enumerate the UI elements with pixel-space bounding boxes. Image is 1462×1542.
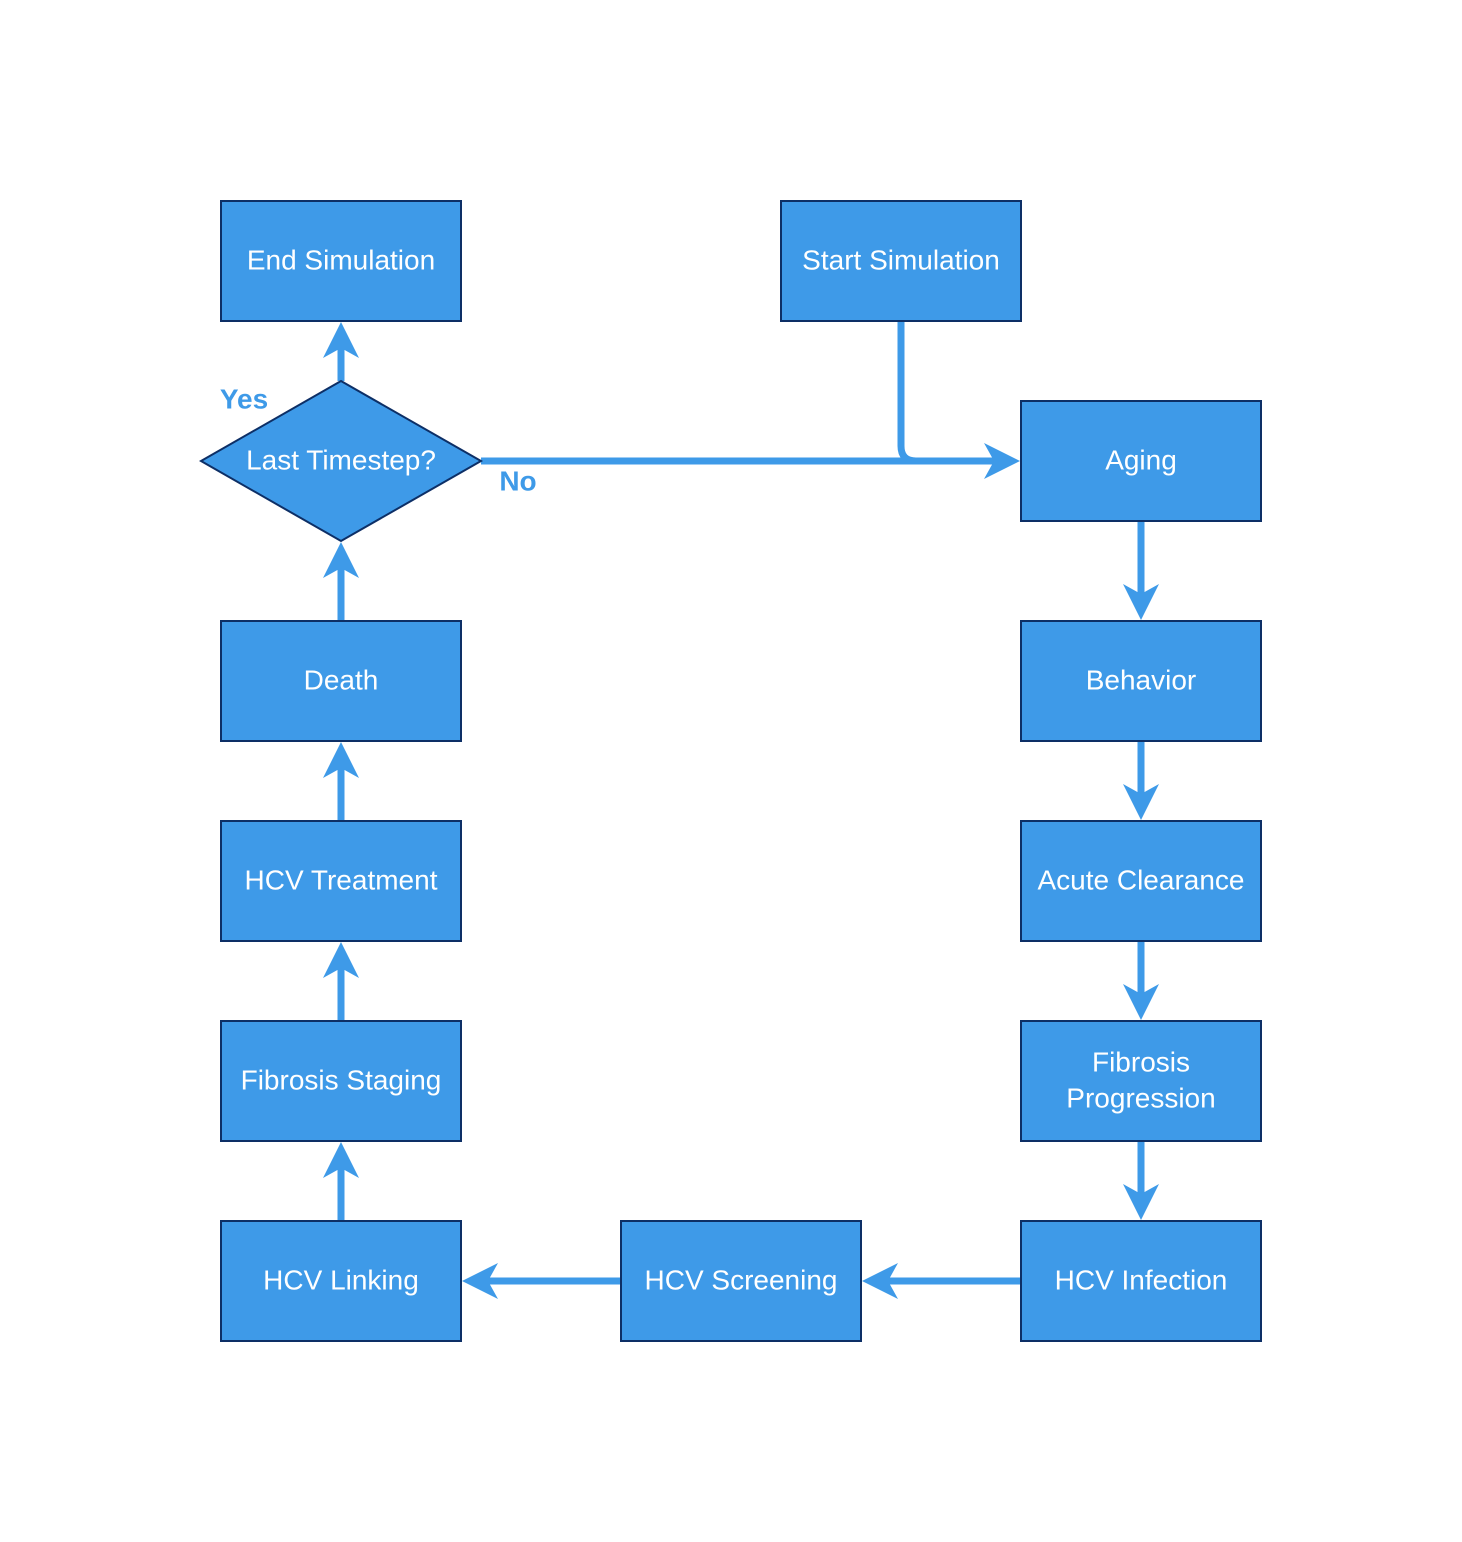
node-acute-clearance: Acute Clearance xyxy=(1020,820,1262,942)
edges xyxy=(323,321,1159,1299)
arrowhead-hcv-screening-to-hcv-linking xyxy=(462,1263,498,1299)
node-hcv-infection: HCV Infection xyxy=(1020,1220,1262,1342)
node-label: End Simulation xyxy=(247,244,435,275)
edge-start-to-aging xyxy=(897,321,996,465)
node-label: Start Simulation xyxy=(802,244,1000,275)
node-label: HCV Infection xyxy=(1055,1264,1228,1295)
node-label: Behavior xyxy=(1086,664,1197,695)
edge-label-no: No xyxy=(499,465,536,496)
arrowhead-decision-yes-to-end xyxy=(323,322,359,358)
node-end-simulation: End Simulation xyxy=(220,200,462,322)
node-label: HCV Screening xyxy=(645,1264,838,1295)
node-label: Last Timestep? xyxy=(246,444,436,475)
arrowhead-hcv-linking-to-fibrosis-staging xyxy=(323,1142,359,1178)
arrowhead-start-to-aging xyxy=(984,443,1020,479)
edge-label-yes: Yes xyxy=(220,383,268,414)
arrowhead-aging-to-behavior xyxy=(1123,584,1159,620)
node-label: HCV Treatment xyxy=(245,864,438,895)
node-fibrosis-staging: Fibrosis Staging xyxy=(220,1020,462,1142)
node-fibrosis-progression: Fibrosis Progression xyxy=(1020,1020,1262,1142)
node-label: Fibrosis Staging xyxy=(241,1064,442,1095)
node-hcv-treatment: HCV Treatment xyxy=(220,820,462,942)
node-hcv-screening: HCV Screening xyxy=(620,1220,862,1342)
node-hcv-linking: HCV Linking xyxy=(220,1220,462,1342)
node-label-line-1: Fibrosis xyxy=(1092,1046,1190,1077)
node-start-simulation: Start Simulation xyxy=(780,200,1022,322)
node-label-line-2: Progression xyxy=(1066,1082,1215,1113)
node-behavior: Behavior xyxy=(1020,620,1262,742)
arrowhead-hcv-infection-to-hcv-screening xyxy=(862,1263,898,1299)
node-label: HCV Linking xyxy=(263,1264,419,1295)
node-aging: Aging xyxy=(1020,400,1262,522)
arrowhead-fibrosis-progression-to-hcv-infection xyxy=(1123,1184,1159,1220)
node-label: Death xyxy=(304,664,379,695)
arrowhead-death-to-decision xyxy=(323,542,359,578)
arrowhead-fibrosis-staging-to-hcv-treatment xyxy=(323,942,359,978)
arrowhead-hcv-treatment-to-death xyxy=(323,742,359,778)
node-label: Acute Clearance xyxy=(1037,864,1244,895)
node-label: Aging xyxy=(1105,444,1177,475)
node-death: Death xyxy=(220,620,462,742)
arrowhead-behavior-to-acute-clearance xyxy=(1123,784,1159,820)
arrowhead-acute-clearance-to-fibrosis-progression xyxy=(1123,984,1159,1020)
node-decision-last-timestep: Last Timestep? xyxy=(198,379,484,543)
